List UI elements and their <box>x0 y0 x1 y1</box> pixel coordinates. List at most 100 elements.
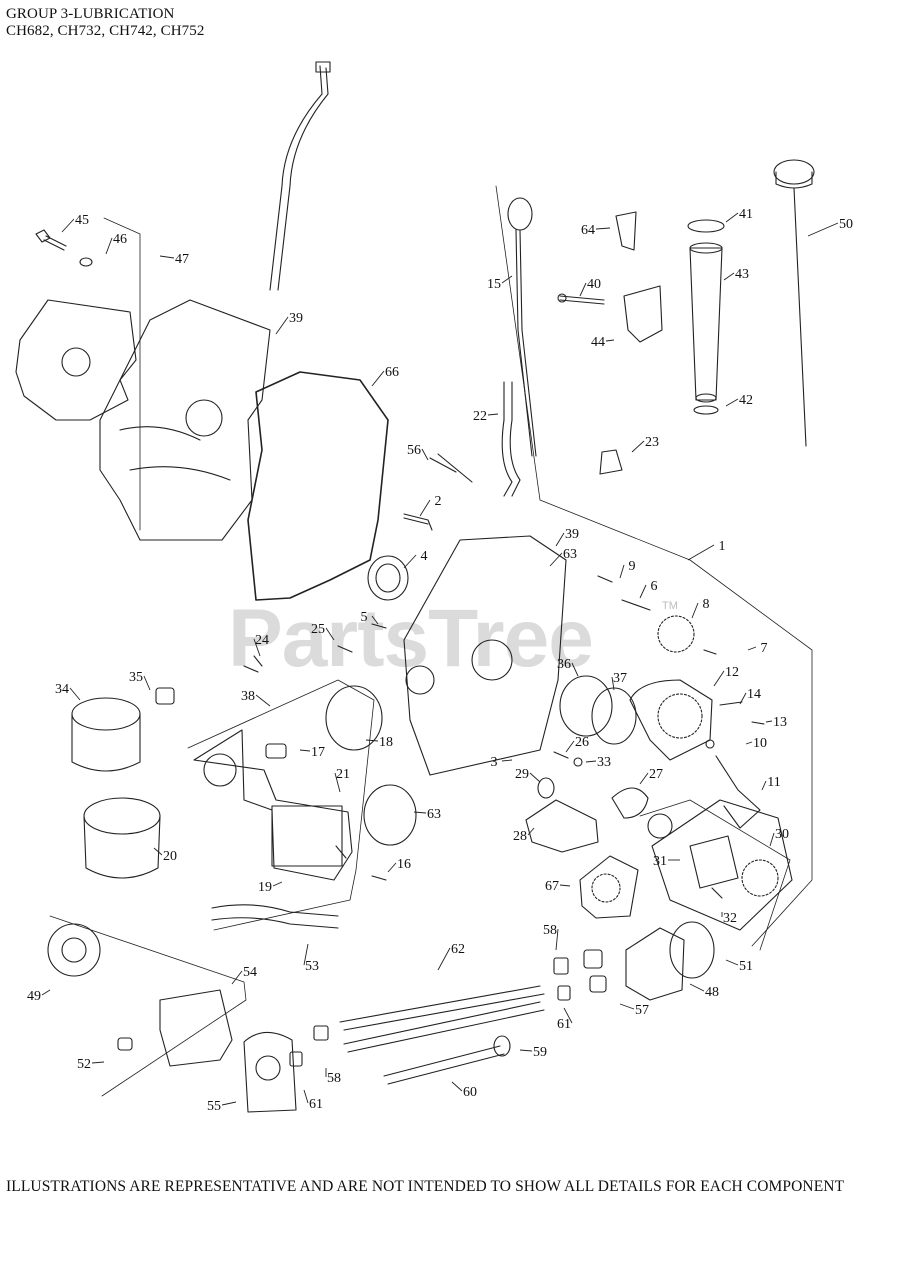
fitting-57b <box>589 975 607 993</box>
leader-27 <box>639 772 649 785</box>
cooler-54 <box>159 989 233 1067</box>
leader-8 <box>691 602 699 619</box>
leader-22 <box>487 413 499 416</box>
callout-21: 21 <box>336 767 350 782</box>
fitting-61a <box>557 985 571 1001</box>
leader-17 <box>299 749 311 752</box>
gasket-37 <box>591 687 637 745</box>
gasket-66 <box>247 371 389 601</box>
adapter-49-core <box>61 937 87 963</box>
valve-28 <box>525 799 599 853</box>
callout-15: 15 <box>487 277 501 292</box>
leader-48 <box>689 983 705 992</box>
leader-26 <box>565 740 575 753</box>
callout-28: 28 <box>513 829 527 844</box>
callout-37: 37 <box>613 671 627 686</box>
pan-boss <box>405 665 435 695</box>
leader-33 <box>585 760 597 763</box>
leader-7 <box>747 646 757 651</box>
screw-5 <box>371 623 387 629</box>
o-ring-29 <box>537 777 555 799</box>
leader-30 <box>769 832 775 847</box>
callout-43: 43 <box>735 267 749 282</box>
callout-45: 45 <box>75 213 89 228</box>
fill-tube-bottom <box>695 393 717 403</box>
tube-22 <box>501 381 521 497</box>
spring-26 <box>553 751 569 759</box>
callout-18: 18 <box>379 735 393 750</box>
group-boundary-47 <box>103 217 141 531</box>
leader-14 <box>739 692 747 705</box>
bolt-56 <box>429 453 473 483</box>
plug-24 <box>243 655 263 673</box>
leader-62 <box>437 947 451 971</box>
group-boundary-54 <box>49 915 247 1097</box>
leader-11 <box>761 780 767 791</box>
washer-9 <box>597 575 613 583</box>
callout-49: 49 <box>27 989 41 1004</box>
callout-48: 48 <box>705 985 719 1000</box>
leader-45 <box>61 218 75 233</box>
leader-57 <box>619 1003 635 1010</box>
leader-59 <box>519 1049 533 1052</box>
callout-5: 5 <box>361 610 368 625</box>
callout-58: 58 <box>327 1071 341 1086</box>
callout-38: 38 <box>241 689 255 704</box>
hose-53 <box>211 904 339 929</box>
callout-44: 44 <box>591 335 605 350</box>
callout-7: 7 <box>761 641 768 656</box>
watermark-tm: TM <box>662 600 678 612</box>
plate-31 <box>689 835 739 889</box>
housing-48 <box>625 927 685 1001</box>
callout-59: 59 <box>533 1045 547 1060</box>
callout-24: 24 <box>255 633 269 648</box>
callout-17: 17 <box>311 745 325 760</box>
callout-40: 40 <box>587 277 601 292</box>
dipstick-15 <box>515 229 537 457</box>
leader-12 <box>713 670 725 687</box>
leader-53 <box>303 943 309 966</box>
leader-39 <box>275 316 289 335</box>
disclaimer-note: ILLUSTRATIONS ARE REPRESENTATIVE AND ARE… <box>6 1178 845 1195</box>
clamp-52 <box>117 1037 133 1051</box>
leader-63 <box>413 811 427 814</box>
fitting-61b <box>289 1051 303 1067</box>
callout-33: 33 <box>597 755 611 770</box>
fill-tube-43 <box>689 247 723 401</box>
leader-37 <box>611 676 615 691</box>
callout-46: 46 <box>113 232 127 247</box>
leader-20 <box>153 847 163 856</box>
leader-50 <box>807 222 839 237</box>
leader-29 <box>529 772 541 783</box>
cooler-boss <box>203 753 237 787</box>
ball-33 <box>573 757 583 767</box>
leader-21 <box>334 772 341 793</box>
leader-1 <box>687 544 715 561</box>
callout-10: 10 <box>753 736 767 751</box>
rotor-31 <box>647 813 673 839</box>
sensor-23 <box>599 449 623 475</box>
callout-8: 8 <box>703 597 710 612</box>
callout-13: 13 <box>773 715 787 730</box>
callout-41: 41 <box>739 207 753 222</box>
leader-38 <box>255 694 271 707</box>
callout-12: 12 <box>725 665 739 680</box>
callout-51: 51 <box>739 959 753 974</box>
leader-67 <box>559 884 571 887</box>
oil-filter-20 <box>83 815 161 879</box>
screw-13 <box>751 721 765 725</box>
leader-15 <box>501 275 513 284</box>
adapter-55-bore <box>255 1055 281 1081</box>
leader-24 <box>253 638 261 657</box>
pump-67 <box>579 855 639 919</box>
leader-63 <box>549 552 563 567</box>
callout-32: 32 <box>723 911 737 926</box>
leader-6 <box>639 584 647 599</box>
callout-1: 1 <box>719 539 726 554</box>
oil-seal-4-inner <box>375 563 401 593</box>
callout-39: 39 <box>289 311 303 326</box>
leader-19 <box>272 881 283 887</box>
callout-22: 22 <box>473 409 487 424</box>
leader-25 <box>325 627 335 641</box>
callout-2: 2 <box>435 494 442 509</box>
